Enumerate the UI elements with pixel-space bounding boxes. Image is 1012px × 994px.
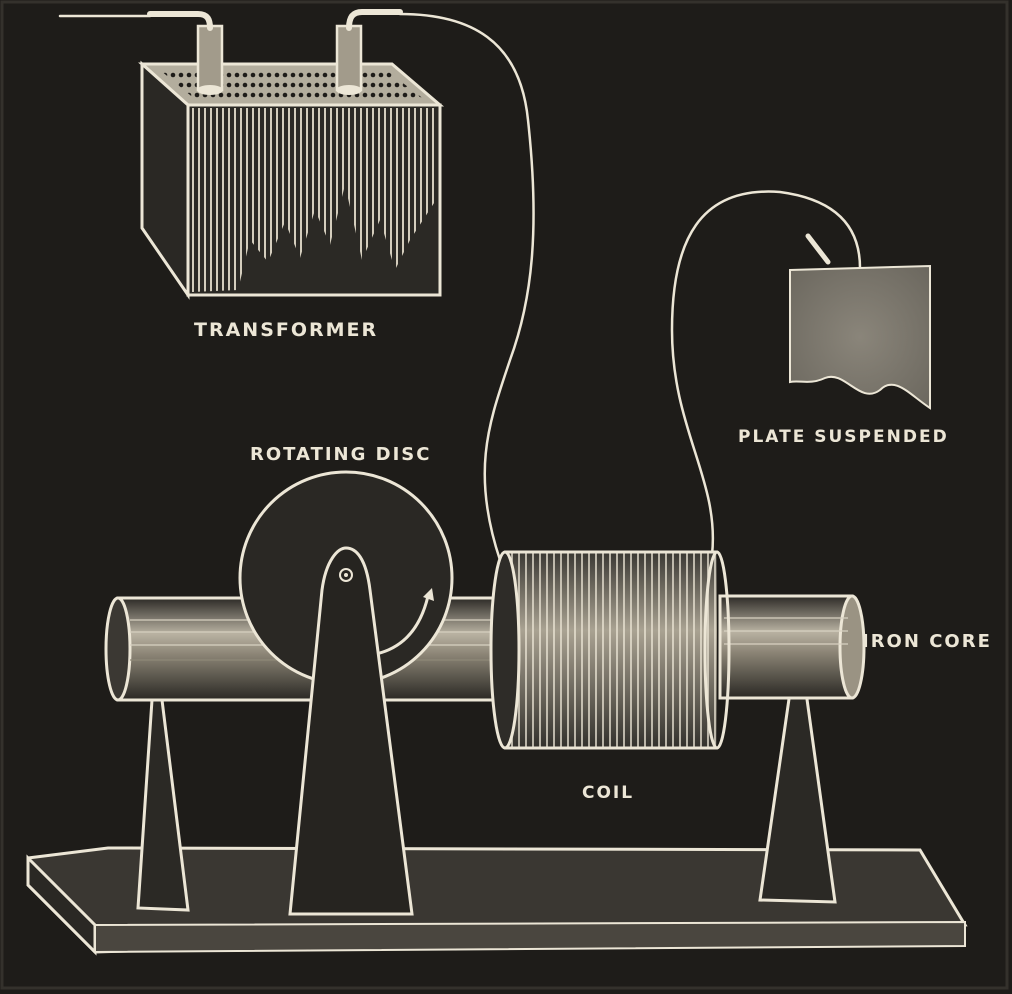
wire-transformer-to-coil (58, 12, 535, 562)
label-plate-suspended: PLATE SUSPENDED (738, 427, 949, 447)
transformer (138, 9, 445, 300)
label-transformer: TRANSFORMER (194, 319, 378, 341)
coil (489, 550, 731, 750)
label-coil: COIL (582, 783, 634, 803)
iron-core (104, 594, 866, 702)
label-rotating-disc: ROTATING DISC (250, 444, 431, 465)
wire-plate-to-coil (670, 190, 862, 557)
label-iron-core: IRON CORE (862, 631, 992, 652)
suspended-plate (789, 233, 931, 410)
base-board (26, 846, 968, 956)
disc-stand (288, 546, 414, 916)
